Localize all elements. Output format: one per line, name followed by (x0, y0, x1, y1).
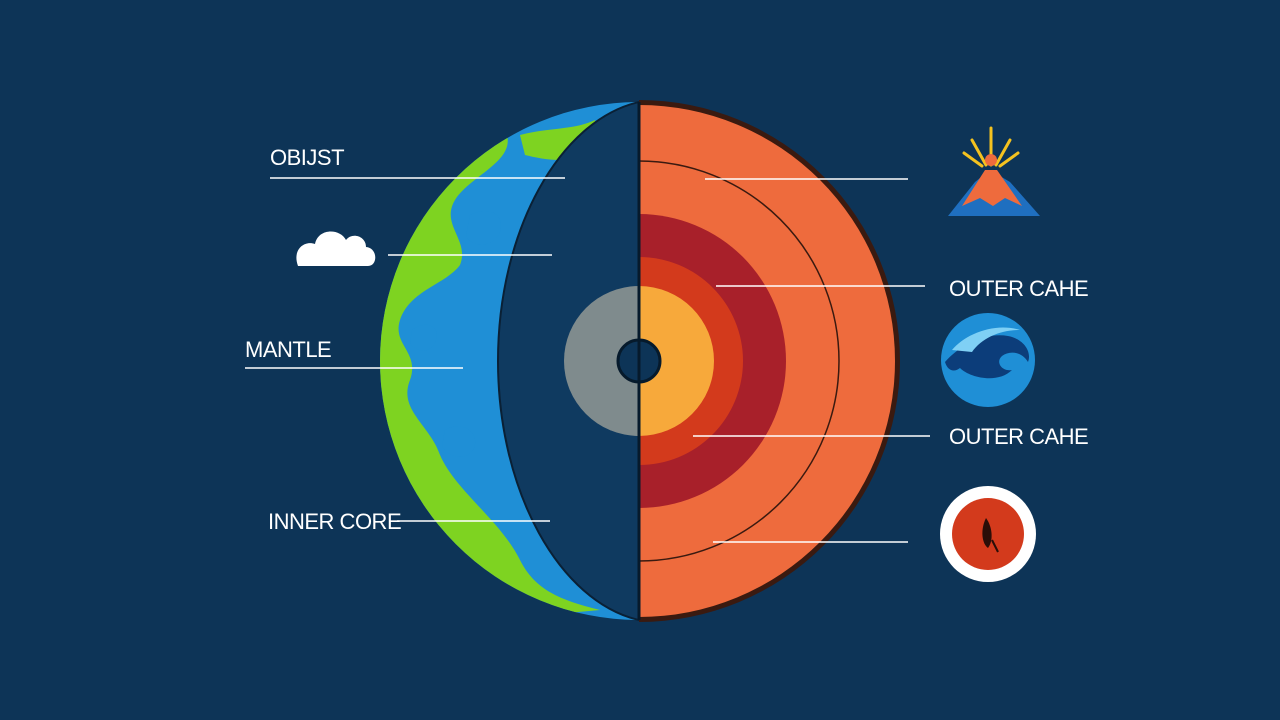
grey-core-half (564, 286, 639, 436)
core-center (564, 102, 662, 620)
label-mantle: MANTLE (245, 337, 331, 362)
cloud-icon (296, 231, 376, 266)
label-outer-cahe-1: OUTER CAHE (949, 276, 1088, 301)
label-inner-core: INNER CORE (268, 509, 401, 534)
volcano-icon (948, 126, 1040, 216)
layers-half (639, 100, 900, 622)
layer-inner-core (639, 286, 714, 436)
label-obijst: OBIJST (270, 145, 344, 170)
label-outer-cahe-2: OUTER CAHE (949, 424, 1088, 449)
wave-icon (941, 313, 1035, 407)
core-target-icon (940, 486, 1036, 582)
